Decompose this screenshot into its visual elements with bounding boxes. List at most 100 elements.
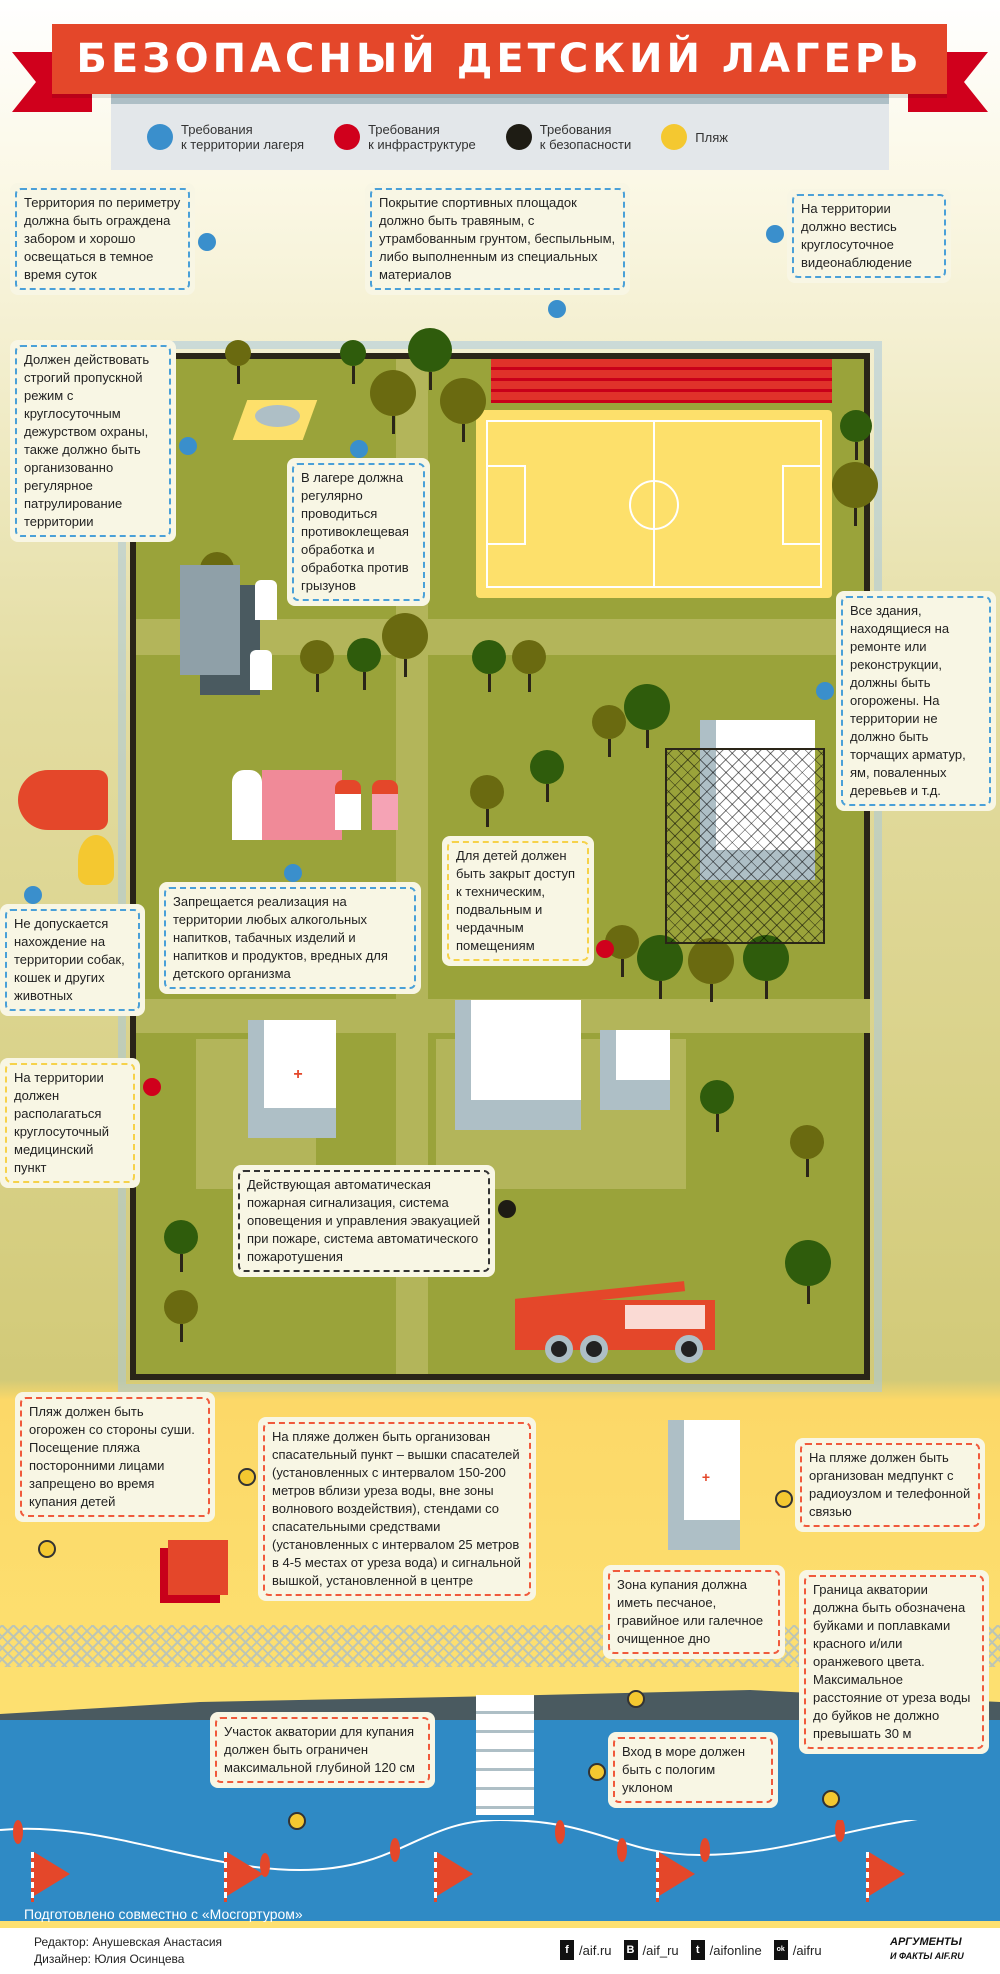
- territory-marker-dot: [24, 886, 42, 904]
- note-text: Покрытие спортивных площадок должно быть…: [370, 188, 625, 290]
- guard-figure: [255, 580, 277, 620]
- pier: [476, 1695, 534, 1815]
- footer: Редактор: Анушевская Анастасия Дизайнер:…: [0, 1928, 1000, 1974]
- note-text: Все здания, находящиеся на ремонте или р…: [841, 596, 991, 806]
- vk-link[interactable]: В/aif_ru: [623, 1940, 679, 1960]
- buoy-rope: [0, 1820, 919, 1872]
- locked-shed: [600, 1030, 670, 1110]
- note-animals: Не допускается нахождение на территории …: [0, 904, 145, 1016]
- football-field: [476, 410, 832, 598]
- territory-marker-dot: [766, 225, 784, 243]
- page-title: БЕЗОПАСНЫЙ ДЕТСКИЙ ЛАГЕРЬ: [52, 24, 947, 94]
- note-text: На территории должно вестись круглосуточ…: [792, 194, 946, 278]
- buoy: [555, 1820, 565, 1844]
- flag-icon: [227, 1852, 263, 1896]
- aif-logo: АРГУМЕНТЫ И ФАКТЫ AIF.RU: [890, 1935, 964, 1963]
- note-alcohol-ban: Запрещается реализация на территории люб…: [159, 882, 421, 994]
- kiosk: [262, 770, 342, 840]
- rat: [255, 405, 300, 427]
- buoy: [390, 1838, 400, 1862]
- red-cross-icon: +: [697, 1468, 715, 1486]
- note-text: Граница акватории должна быть обозначена…: [804, 1575, 984, 1749]
- note-text: Территория по периметру должна быть огра…: [15, 188, 190, 290]
- note-text: Пляж должен быть огорожен со стороны суш…: [20, 1397, 210, 1517]
- flag-icon: [34, 1852, 70, 1896]
- note-text: Вход в море должен быть с пологим уклоно…: [613, 1737, 773, 1803]
- note-text: Должен действовать строгий пропускной ре…: [15, 345, 171, 537]
- buoy: [13, 1820, 23, 1844]
- tree: [408, 328, 452, 390]
- twitter-icon: t: [690, 1940, 705, 1960]
- twitter-link[interactable]: t/aifonline: [690, 1940, 762, 1960]
- legend-label: Пляж: [695, 129, 728, 145]
- tree: [785, 1240, 831, 1304]
- legend-label-line: Требования: [539, 122, 612, 137]
- note-water-boundary: Граница акватории должна быть обозначена…: [799, 1570, 989, 1754]
- child-figure: [335, 780, 361, 830]
- penalty-area: [486, 465, 526, 545]
- safety-marker-dot: [498, 1200, 516, 1218]
- note-text: Не допускается нахождение на территории …: [5, 909, 140, 1011]
- note-medical-point: На территории должен располагаться кругл…: [0, 1058, 140, 1188]
- tree: [530, 750, 564, 802]
- flag-icon: [659, 1852, 695, 1896]
- legend-label-line: к безопасности: [539, 137, 632, 152]
- tree: [347, 638, 381, 690]
- wheel-icon: [675, 1335, 703, 1363]
- note-text: Зона купания должна иметь песчаное, грав…: [608, 1570, 780, 1654]
- note-rescue-point: На пляже должен быть организован спасате…: [258, 1417, 536, 1601]
- tree: [512, 640, 546, 692]
- tree: [382, 613, 428, 677]
- note-fire-safety: Действующая автоматическая пожарная сигн…: [233, 1165, 495, 1277]
- center-circle: [629, 480, 679, 530]
- footer-credits: Редактор: Анушевская Анастасия Дизайнер:…: [34, 1934, 222, 1968]
- buoy-line: [0, 1820, 919, 1877]
- social-links: f/aif.ru В/aif_ru t/aifonline ok/aifru: [560, 1940, 822, 1960]
- tree: [700, 1080, 734, 1132]
- legend-label-line: Требования: [181, 122, 253, 137]
- note-beach-fence: Пляж должен быть огорожен со стороны суш…: [15, 1392, 215, 1522]
- tree: [832, 462, 878, 526]
- buoy: [835, 1820, 845, 1842]
- red-dot-icon: [334, 124, 361, 150]
- beach-marker-dot: [288, 1812, 306, 1830]
- note-text: На территории должен располагаться кругл…: [5, 1063, 135, 1183]
- infrastructure-marker-dot: [143, 1078, 161, 1096]
- dog: [18, 770, 108, 830]
- beach-marker-dot: [627, 1690, 645, 1708]
- note-video-surveillance: На территории должно вестись круглосуточ…: [787, 189, 951, 283]
- red-cross-icon: +: [288, 1065, 308, 1085]
- territory-marker-dot: [198, 233, 216, 251]
- territory-marker-dot: [350, 440, 368, 458]
- odnoklassniki-link[interactable]: ok/aifru: [773, 1940, 822, 1960]
- tree: [340, 340, 366, 384]
- construction-fence: [665, 748, 825, 944]
- logo-line: И ФАКТЫ AIF.RU: [890, 1951, 964, 1961]
- flag-icon: [437, 1852, 473, 1896]
- flag-pole: [224, 1852, 227, 1902]
- tree: [164, 1290, 198, 1342]
- flag-pole: [31, 1852, 34, 1902]
- guard-figure: [250, 650, 272, 690]
- facebook-link[interactable]: f/aif.ru: [560, 1940, 612, 1960]
- note-beach-medpunkt: На пляже должен быть организован медпунк…: [795, 1438, 985, 1532]
- beach-marker-dot: [588, 1763, 606, 1781]
- note-buildings-repair: Все здания, находящиеся на ремонте или р…: [836, 591, 996, 811]
- note-technical-rooms: Для детей должен быть закрыт доступ к те…: [442, 836, 594, 966]
- odnoklassniki-icon: ok: [773, 1940, 788, 1960]
- note-text: Действующая автоматическая пожарная сигн…: [238, 1170, 490, 1272]
- note-text: Запрещается реализация на территории люб…: [164, 887, 416, 989]
- buoy: [700, 1838, 710, 1862]
- flag-pole: [434, 1852, 437, 1902]
- fire-truck-window: [625, 1305, 705, 1329]
- stadium-stands: [491, 359, 832, 403]
- territory-marker-dot: [548, 300, 566, 318]
- territory-marker-dot: [816, 682, 834, 700]
- lifeguard-tower: [168, 1540, 228, 1595]
